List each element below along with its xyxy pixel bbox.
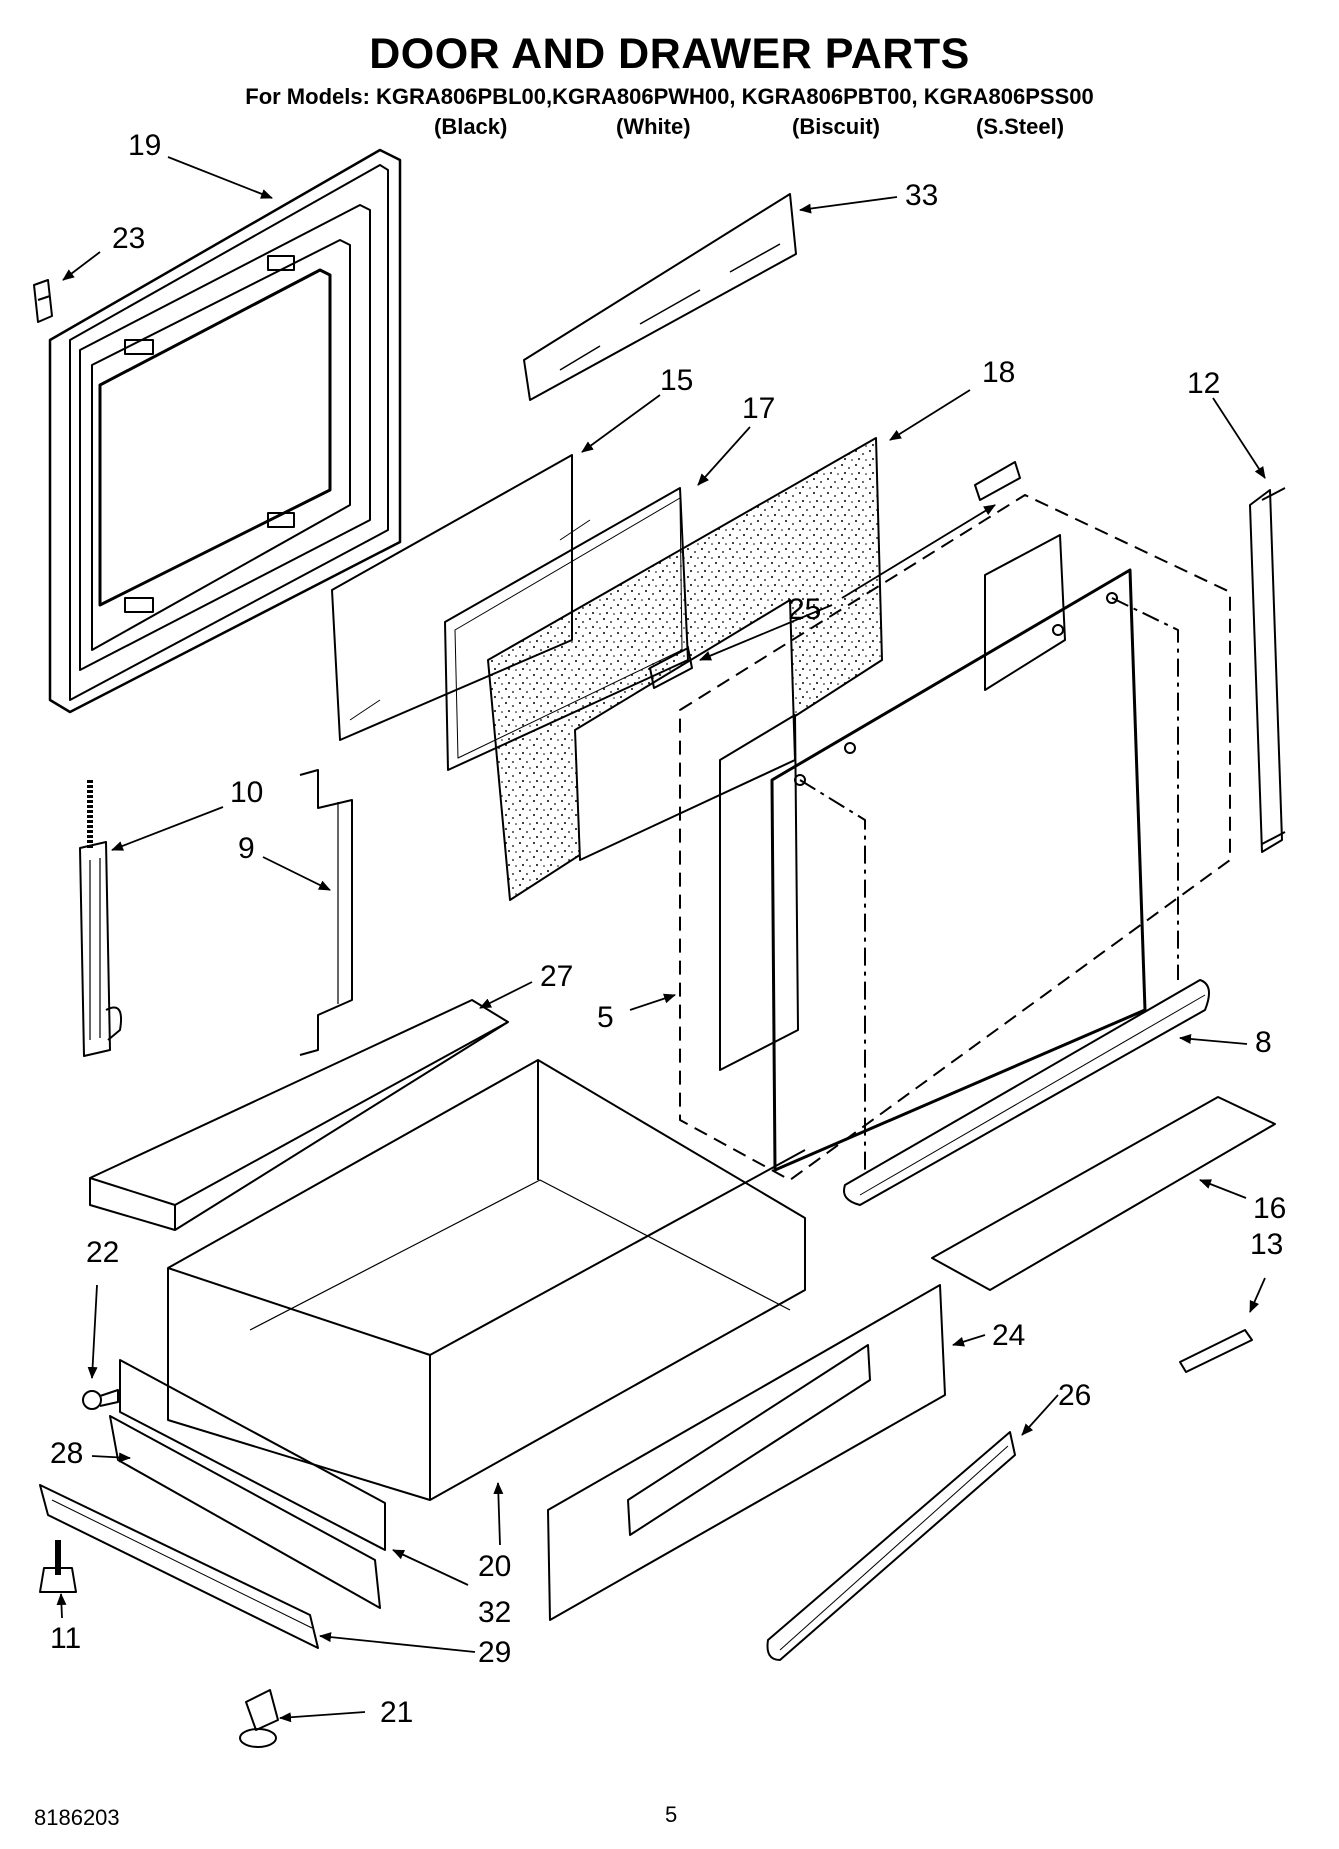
callout-27: 27 — [540, 960, 573, 993]
callout-19: 19 — [128, 129, 161, 162]
callout-18: 18 — [982, 356, 1015, 389]
hinge-receptacle — [649, 461, 1021, 689]
callout-22: 22 — [86, 1236, 119, 1269]
callout-29: 29 — [478, 1636, 511, 1669]
inner-door-liner — [679, 494, 1231, 1181]
outer-door-panel — [48, 148, 402, 714]
door-handle — [843, 979, 1210, 1206]
document-number: 8186203 — [34, 1805, 120, 1830]
leader-lines — [56, 156, 1266, 1723]
callout-5: 5 — [597, 1001, 614, 1034]
callout-17: 17 — [742, 392, 775, 425]
drawer-screw — [82, 1389, 119, 1410]
page-number: 5 — [665, 1802, 678, 1827]
callout-13: 13 — [1250, 1228, 1283, 1261]
door-side-trim — [1249, 487, 1286, 853]
leveling-foot — [239, 1689, 279, 1748]
color-black-label: (Black) — [434, 114, 508, 139]
callout-24: 24 — [992, 1319, 1025, 1352]
drawer-box — [167, 1059, 806, 1501]
trim-badge — [1179, 1329, 1253, 1373]
page-title: DOOR AND DRAWER PARTS — [369, 30, 970, 78]
callout-23: 23 — [112, 222, 145, 255]
callout-11: 11 — [50, 1622, 81, 1655]
model-list: For Models: KGRA806PBL00,KGRA806PWH00, K… — [245, 84, 1094, 109]
callout-28: 28 — [50, 1437, 83, 1470]
drawer-front-panel — [547, 1284, 946, 1621]
color-biscuit-label: (Biscuit) — [792, 114, 880, 139]
callout-26: 26 — [1058, 1379, 1091, 1412]
drawer-tray — [89, 999, 509, 1231]
door-insulation — [487, 437, 883, 901]
callout-9: 9 — [238, 832, 255, 865]
color-white-label: (White) — [616, 114, 691, 139]
callout-10: 10 — [230, 776, 263, 809]
callout-32: 32 — [478, 1596, 511, 1629]
drawer-rail — [109, 1359, 386, 1609]
drawer-toe-kick — [931, 1096, 1276, 1291]
vent-trim — [523, 193, 797, 401]
door-hinge — [79, 780, 122, 1057]
callout-20: 20 — [478, 1550, 511, 1583]
callout-21: 21 — [380, 1696, 413, 1729]
callout-25: 25 — [788, 593, 821, 626]
hinge-bracket — [299, 769, 353, 1056]
drawer-handle — [766, 1431, 1016, 1661]
leveling-leg — [39, 1540, 77, 1593]
callout-33: 33 — [905, 179, 938, 212]
callout-8: 8 — [1255, 1026, 1272, 1059]
callout-12: 12 — [1187, 367, 1220, 400]
callout-15: 15 — [660, 364, 693, 397]
callout-16: 16 — [1253, 1192, 1286, 1225]
door-clip — [33, 279, 53, 323]
color-steel-label: (S.Steel) — [976, 114, 1065, 139]
drawer-slide — [39, 1484, 319, 1649]
